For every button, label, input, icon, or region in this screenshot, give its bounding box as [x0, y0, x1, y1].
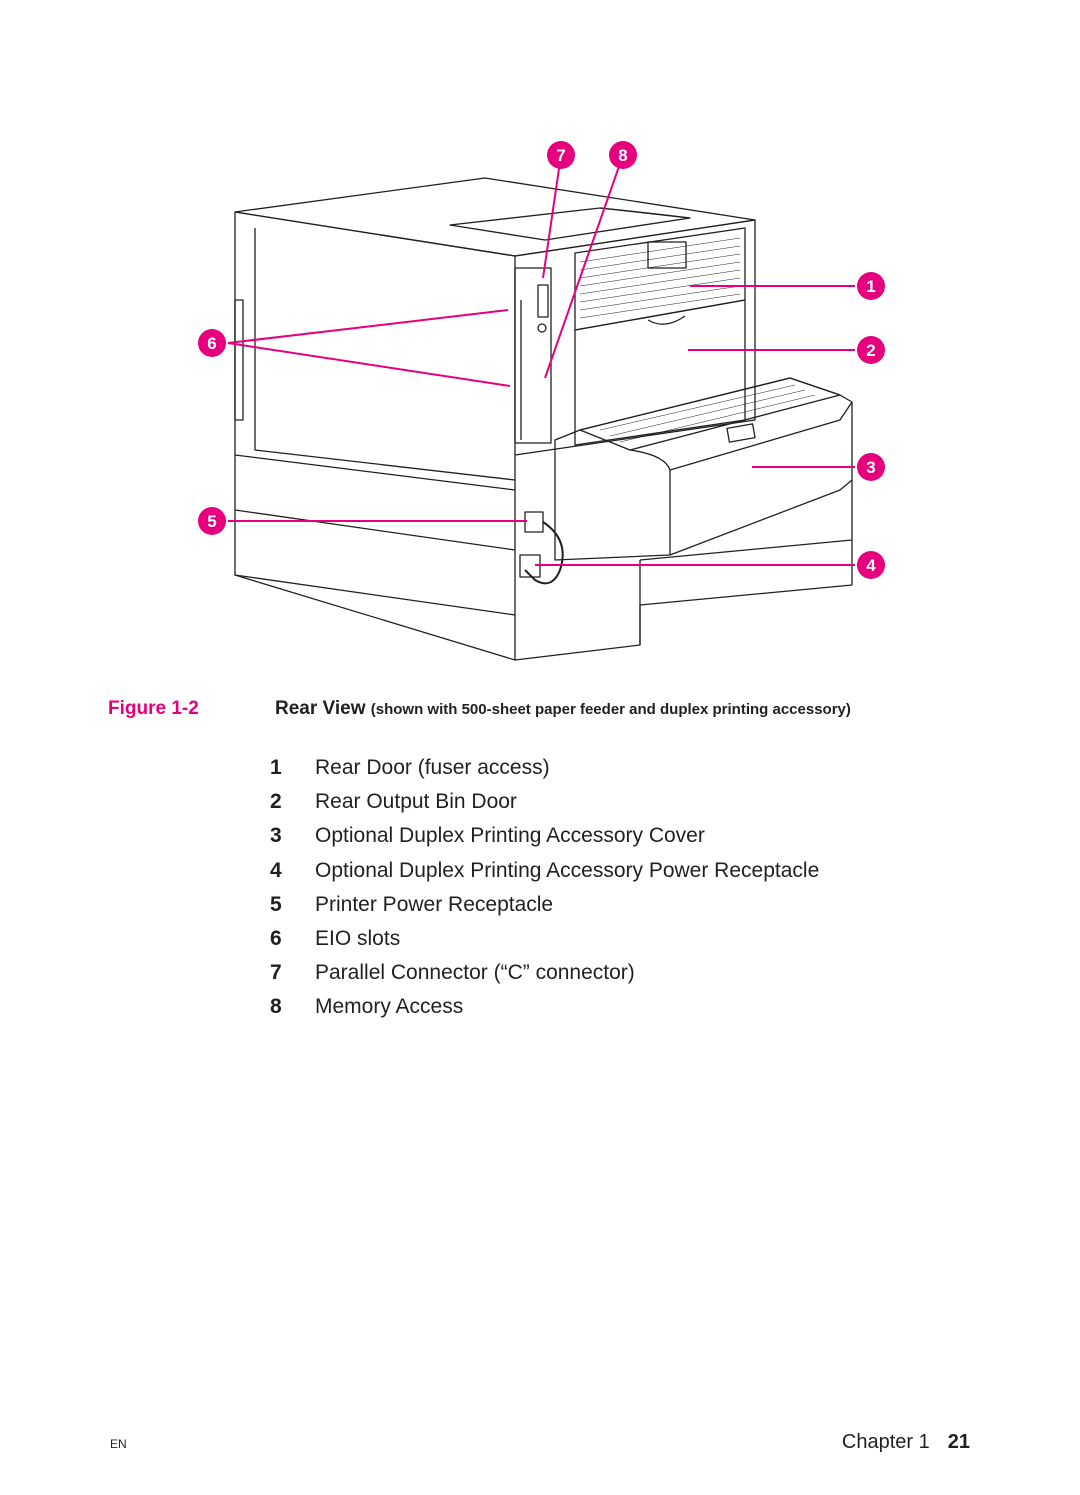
figure-subtitle: (shown with 500-sheet paper feeder and d…	[370, 701, 851, 718]
legend-item: 1 Rear Door (fuser access)	[270, 751, 819, 785]
legend-item: 4 Optional Duplex Printing Accessory Powe…	[270, 854, 819, 888]
legend-text: Rear Output Bin Door	[315, 790, 517, 814]
callout-leaders	[227, 154, 855, 566]
callout-marker-1: 1	[857, 272, 885, 300]
printer-rear-view-illustration: 1 2 3 4 5 6 7 8	[198, 141, 885, 661]
svg-text:5: 5	[207, 512, 216, 531]
legend-item: 7 Parallel Connector (“C” connector)	[270, 956, 819, 990]
legend-text: Rear Door (fuser access)	[315, 756, 550, 780]
callout-marker-6: 6	[198, 329, 226, 357]
legend-number: 2	[270, 790, 282, 814]
paper-feeder	[234, 455, 516, 616]
legend-number: 7	[270, 961, 282, 985]
callout-legend: 1 Rear Door (fuser access) 2 Rear Output B…	[270, 751, 819, 1025]
legend-text: EIO slots	[315, 927, 401, 951]
legend-number: 4	[270, 858, 282, 882]
callout-marker-3: 3	[857, 453, 885, 481]
connector-panel	[514, 267, 552, 444]
callout-marker-8: 8	[609, 141, 637, 169]
legend-text: Printer Power Receptacle	[315, 892, 554, 916]
rear-output-bin-door	[574, 299, 746, 446]
legend-item: 6 EIO slots	[270, 922, 819, 956]
legend-text: Parallel Connector (“C” connector)	[315, 961, 635, 985]
figure-title: Rear View (shown with 500-sheet paper fe…	[275, 698, 851, 720]
legend-number: 6	[270, 927, 282, 951]
svg-text:3: 3	[866, 458, 875, 477]
printer-line-art	[234, 177, 853, 661]
legend-text: Optional Duplex Printing Accessory Cover	[315, 824, 705, 848]
footer-language-code: EN	[110, 1437, 127, 1451]
svg-text:8: 8	[618, 146, 627, 165]
svg-text:1: 1	[866, 277, 875, 296]
printer-power-receptacle	[524, 511, 544, 533]
callout-marker-4: 4	[857, 551, 885, 579]
legend-number: 3	[270, 824, 282, 848]
figure-label: Figure 1-2	[108, 698, 199, 719]
svg-text:4: 4	[866, 556, 876, 575]
footer-page-info: Chapter 1 21	[842, 1431, 970, 1454]
legend-number: 5	[270, 892, 282, 916]
printer-rear-face	[514, 219, 756, 456]
svg-text:6: 6	[207, 334, 216, 353]
figure-title-main: Rear View	[275, 698, 366, 719]
svg-text:7: 7	[556, 146, 565, 165]
legend-item: 3 Optional Duplex Printing Accessory Cove…	[270, 819, 819, 853]
duplex-accessory	[554, 377, 853, 561]
legend-text: Optional Duplex Printing Accessory Power…	[315, 858, 820, 882]
legend-item: 2 Rear Output Bin Door	[270, 785, 819, 819]
legend-text: Memory Access	[315, 995, 464, 1019]
footer-chapter: Chapter 1	[841, 1431, 930, 1453]
legend-number: 1	[270, 756, 282, 780]
callout-marker-5: 5	[198, 507, 226, 535]
callout-marker-7: 7	[547, 141, 575, 169]
svg-text:2: 2	[866, 341, 875, 360]
figure-caption: Figure 1-2 Rear View (shown with 500-she…	[0, 698, 1080, 728]
legend-number: 8	[270, 995, 282, 1019]
legend-item: 8 Memory Access	[270, 990, 819, 1024]
legend-item: 5 Printer Power Receptacle	[270, 888, 819, 922]
callout-marker-2: 2	[857, 336, 885, 364]
footer-page-number: 21	[947, 1431, 970, 1453]
